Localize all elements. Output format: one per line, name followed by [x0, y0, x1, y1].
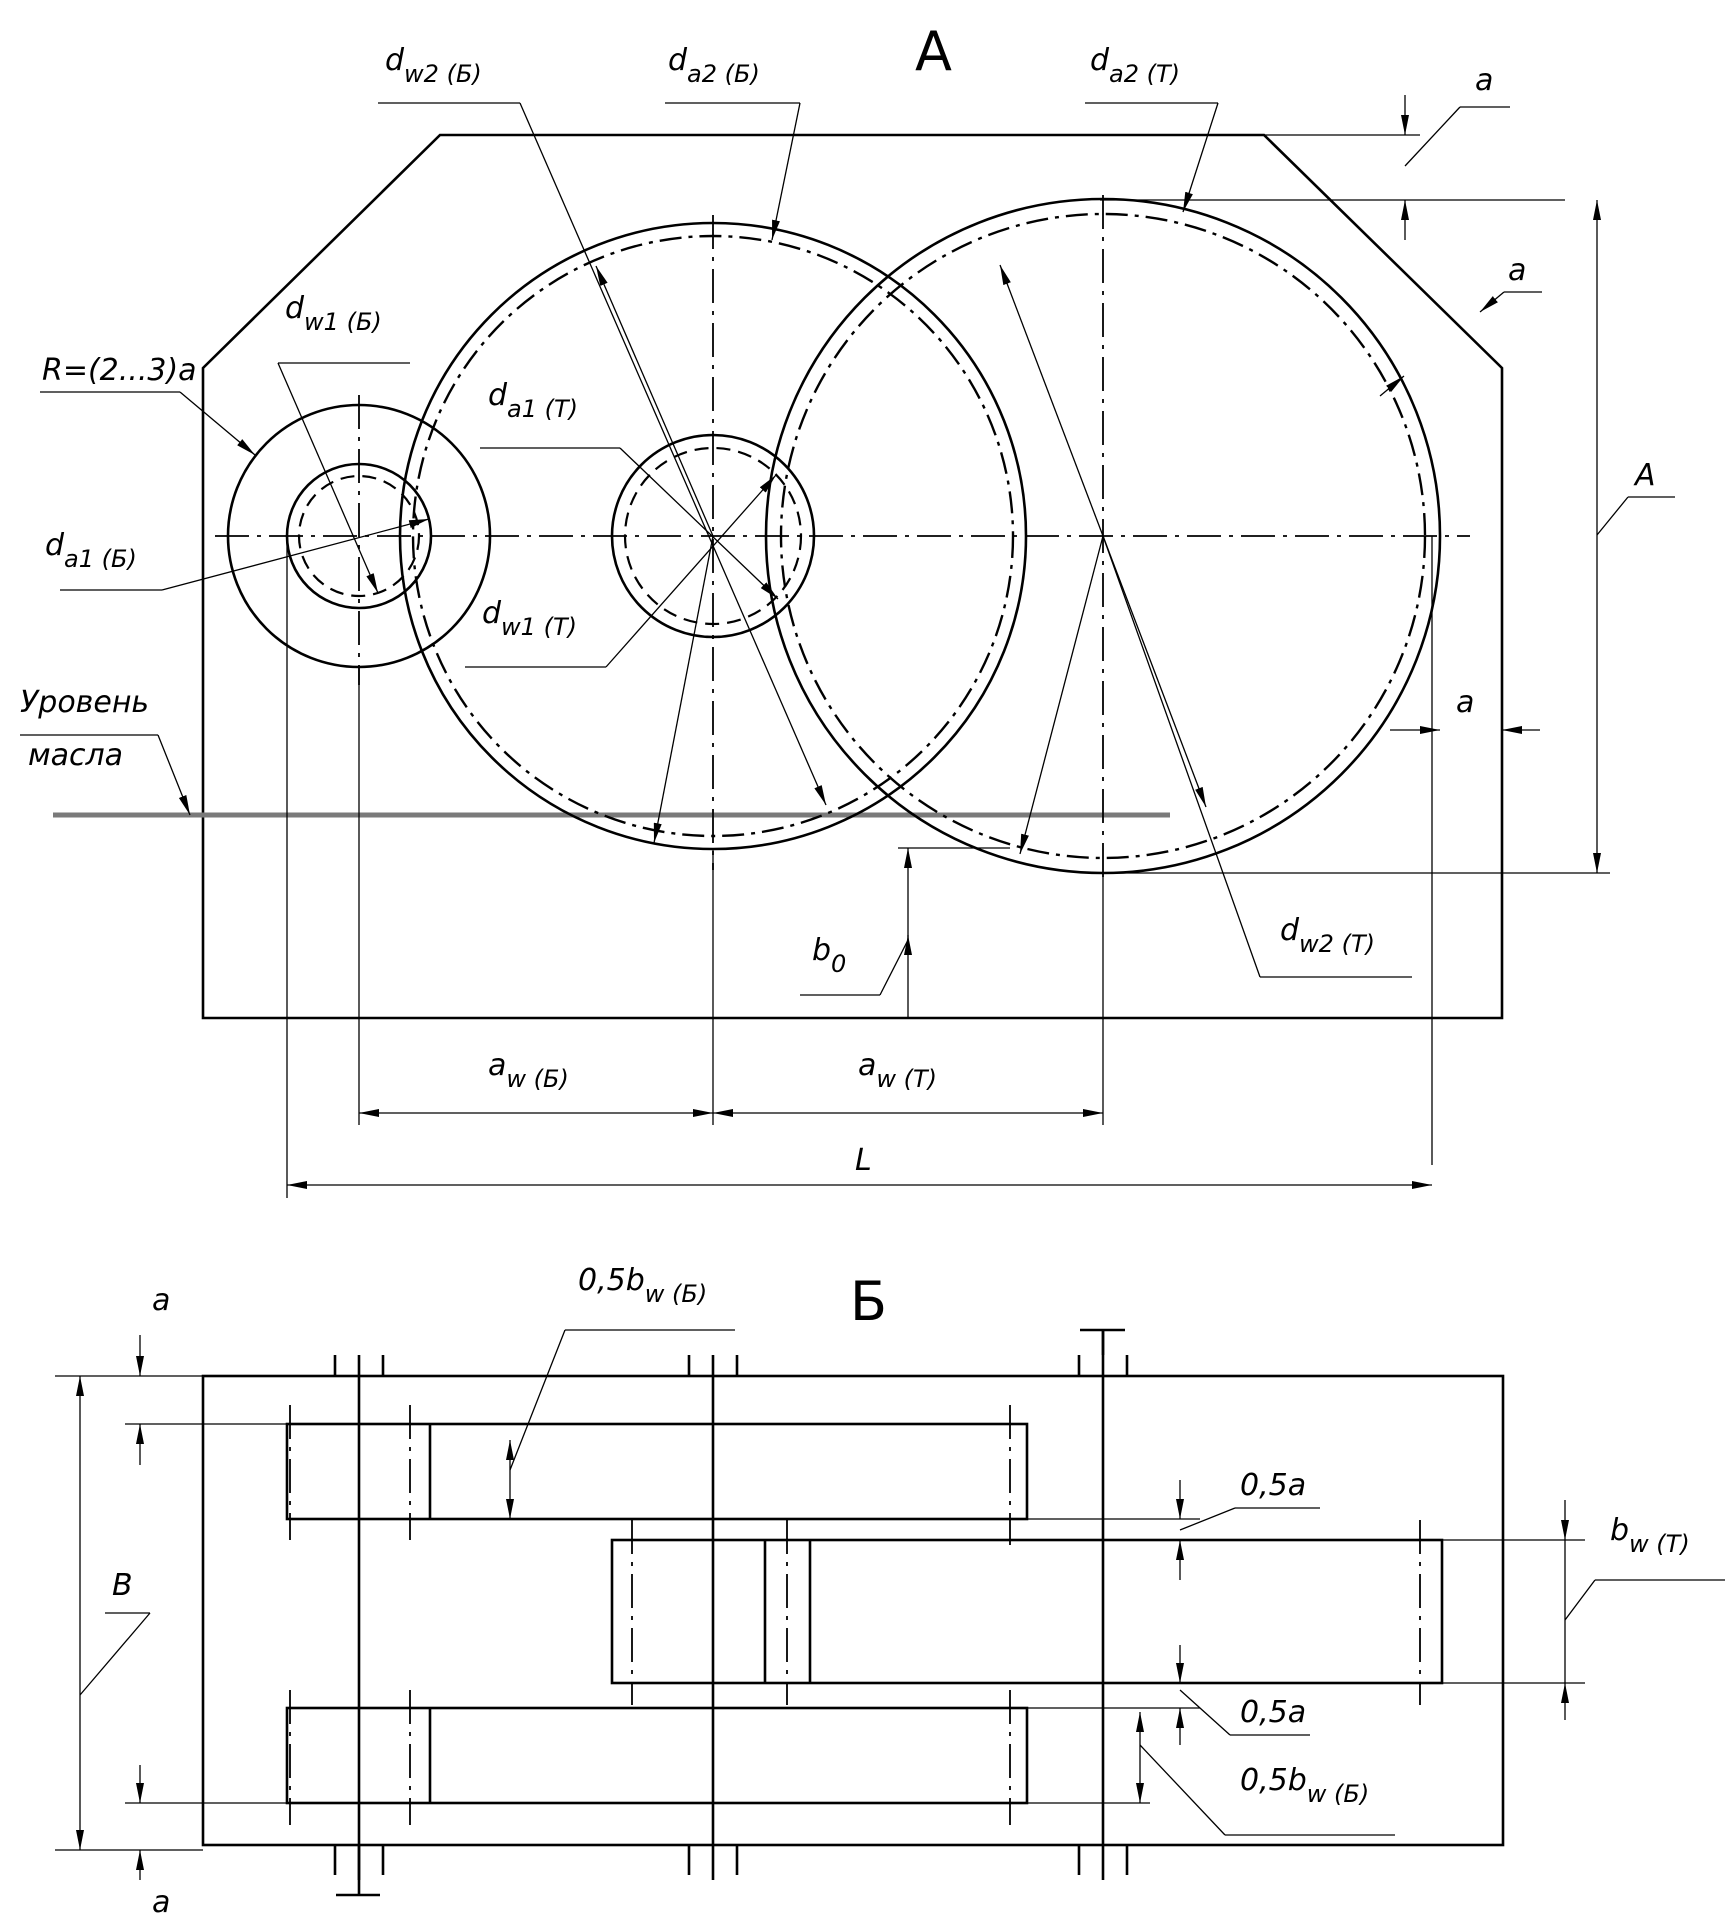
view-b-title: Б [850, 1270, 887, 1333]
dim-a-right [1390, 536, 1540, 1165]
pinion-t-pitch-circle [623, 446, 803, 626]
label-da1-t: da1 (T) [488, 378, 578, 423]
label-dw1-t: dw1 (T) [482, 596, 577, 641]
label-half-a-upper: 0,5a [1240, 1468, 1306, 1503]
gear-blocks [285, 1405, 1444, 1825]
gear-t-pitch-circle [779, 212, 1427, 860]
label-r-fillet: R=(2...3)a [42, 353, 197, 388]
label-da2-t: da2 (T) [1090, 43, 1180, 88]
label-a-right-lower: a [1456, 685, 1474, 720]
label-a-bottom-left: a [152, 1885, 170, 1920]
view-a: А [20, 20, 1675, 1198]
label-dw1-b: dw1 (Б) [285, 291, 382, 336]
housing-outline-b [201, 1374, 1505, 1847]
gear-b-tip-circle [398, 221, 1028, 851]
shafts [333, 1328, 1129, 1897]
dim-a-top [1100, 95, 1565, 240]
pinion-t-tip-circle [610, 433, 816, 639]
gear-b-pitch-circle [411, 234, 1015, 838]
view-a-title: А [915, 20, 952, 83]
label-A: A [1633, 458, 1656, 493]
view-b: Б [55, 1263, 1725, 1920]
label-B: B [112, 1568, 133, 1603]
label-L: L [855, 1143, 872, 1178]
label-a-top-left: a [152, 1283, 170, 1318]
label-aw-t: aw (T) [858, 1048, 937, 1093]
label-half-bw-b-top: 0,5bw (Б) [578, 1263, 707, 1308]
label-aw-b: aw (Б) [488, 1048, 569, 1093]
label-da2-b: da2 (Б) [668, 43, 760, 88]
dim-A [1103, 200, 1675, 874]
label-oil-level-2: масла [28, 738, 123, 773]
label-b0: b0 [812, 933, 846, 978]
label-a-top: a [1475, 63, 1493, 98]
label-half-a-lower: 0,5a [1240, 1695, 1306, 1730]
label-oil-level-1: Уровень [20, 685, 149, 720]
label-a-right-upper: a [1508, 253, 1526, 288]
label-da1-b: da1 (Б) [45, 528, 137, 573]
diameter-leaders [20, 102, 1542, 978]
pinion-b-pitch-circle [297, 474, 421, 598]
dim-b0 [800, 847, 1010, 1018]
label-bw-t: bw (T) [1610, 1513, 1690, 1558]
label-dw2-t: dw2 (T) [1280, 913, 1375, 958]
label-dw2-b: dw2 (Б) [385, 43, 482, 88]
label-half-bw-b-bottom: 0,5bw (Б) [1240, 1763, 1369, 1808]
view-b-dims [55, 1329, 1725, 1880]
